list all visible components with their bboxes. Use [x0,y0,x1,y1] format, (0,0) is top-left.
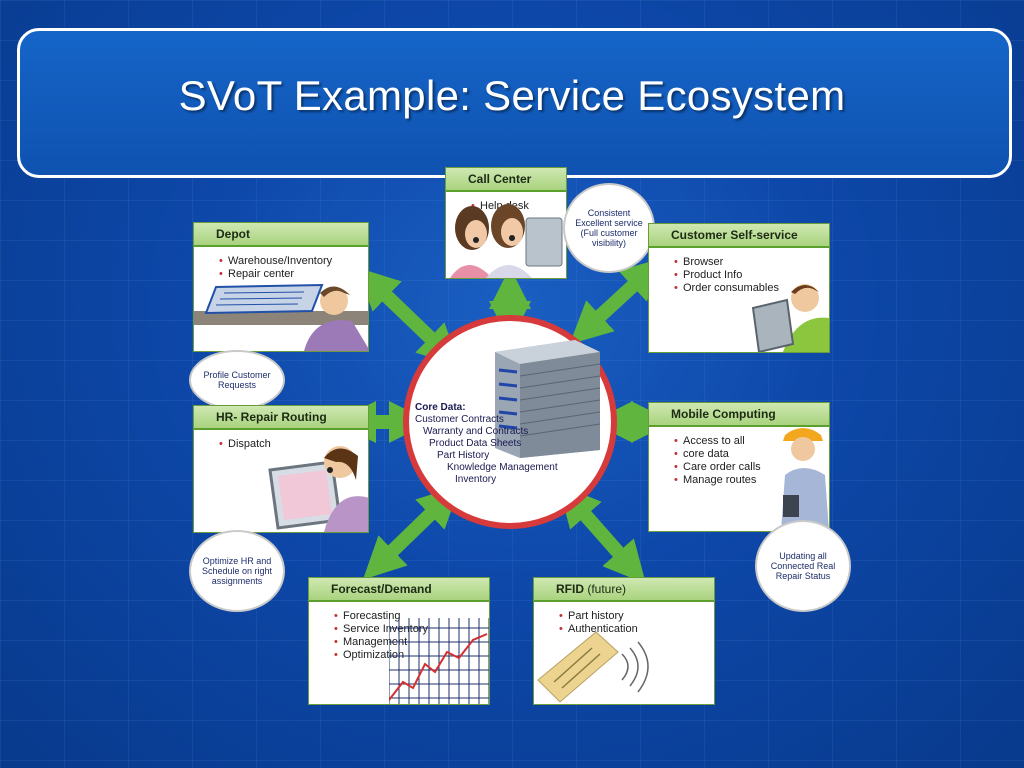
card-item: Warehouse/Inventory [219,255,368,268]
bubble-hr: Optimize HR and Schedule on right assign… [189,530,285,612]
card-item: Manage routes [674,474,829,487]
arrow-self-service [569,257,664,345]
core-data-line: Warranty and Contracts [423,426,529,437]
bubble-depot: Profile Customer Requests [189,350,285,410]
card-title-suffix: (future) [587,582,627,596]
card-item: Product Info [674,269,829,282]
card-item: Access to all [674,435,829,448]
core-data-line: Product Data Sheets [429,438,522,449]
card-depot: Depot Warehouse/Inventory Repair center [193,222,369,352]
card-rfid: RFID (future) Part history Authenticatio… [533,577,715,705]
rfid-tag-illustration [537,631,649,703]
card-item: Order consumables [674,282,829,295]
card-title: RFID (future) [534,578,714,602]
call-agent-illustration [450,204,563,278]
arrow-rfid [558,484,646,584]
card-item-continuation: Management [334,636,489,649]
core-data-heading: Core Data: [415,402,466,413]
arrow-forecast [362,485,461,580]
card-item: Repair center [219,268,368,281]
dispatcher-illustration [268,446,368,532]
card-item: Forecasting [334,610,489,623]
card-title: HR- Repair Routing [194,406,368,430]
card-title: Depot [194,223,368,247]
core-data-line: Inventory [455,474,497,485]
card-item: Browser [674,256,829,269]
card-title-text: RFID [556,582,584,596]
card-title: Call Center [446,168,566,192]
core-data-line: Knowledge Management [447,462,558,473]
title-panel [17,28,1012,178]
card-item: Dispatch [219,438,368,451]
card-item: Authentication [559,623,714,636]
slide-title: SVoT Example: Service Ecosystem [178,72,846,119]
card-self-service: Customer Self-service Browser Product In… [648,223,830,353]
card-title: Customer Self-service [649,224,829,248]
card-title: Forecast/Demand [309,578,489,602]
core-data-line: Customer Contracts [415,414,504,425]
technician-illustration [781,428,829,531]
card-item-continuation: core data [674,448,829,461]
card-hr-routing: HR- Repair Routing Dispatch [193,405,369,533]
core-data-line: Part History [437,450,490,461]
card-item: Care order calls [674,461,829,474]
card-mobile: Mobile Computing Access to all core data… [648,402,830,532]
arrow-depot [356,267,461,367]
card-title: Mobile Computing [649,403,829,427]
forecast-graph-illustration [389,618,489,704]
bubble-call-center: Consistent Excellent service (Full custo… [563,183,655,273]
depot-illustration [194,283,368,351]
bubble-mobile: Updating all Connected Real Repair Statu… [755,520,851,612]
card-item: Service Inventory [334,623,489,636]
server-icon [495,340,601,458]
card-item: Part history [559,610,714,623]
card-forecast: Forecast/Demand Forecasting Service Inve… [308,577,490,705]
core-data-list: Core Data: Customer Contracts Warranty a… [415,402,558,486]
card-call-center: Call Center Help desk [445,167,567,279]
customer-illustration [751,284,829,352]
